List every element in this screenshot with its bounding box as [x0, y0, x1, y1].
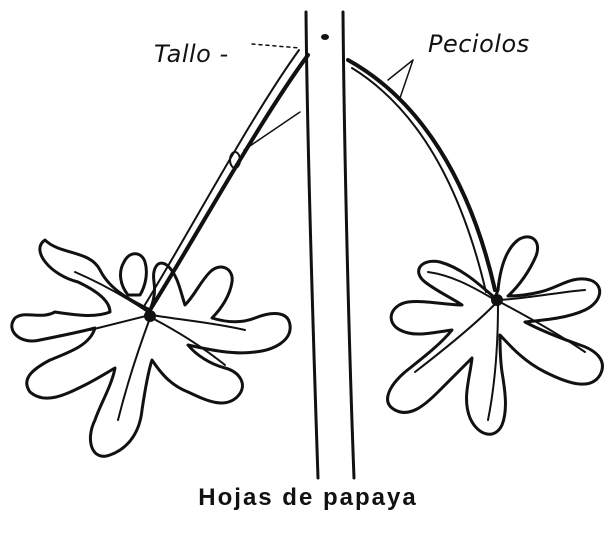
right-leaf — [388, 237, 603, 434]
figure-caption: Hojas de papaya — [0, 484, 616, 512]
stem — [306, 12, 354, 478]
left-leaf — [12, 240, 290, 456]
left-petiole — [143, 50, 308, 310]
stem-node — [321, 34, 329, 40]
petioles-label: Peciolos — [428, 30, 530, 58]
stem-label: Tallo - — [154, 40, 229, 68]
right-petiole — [348, 60, 495, 292]
